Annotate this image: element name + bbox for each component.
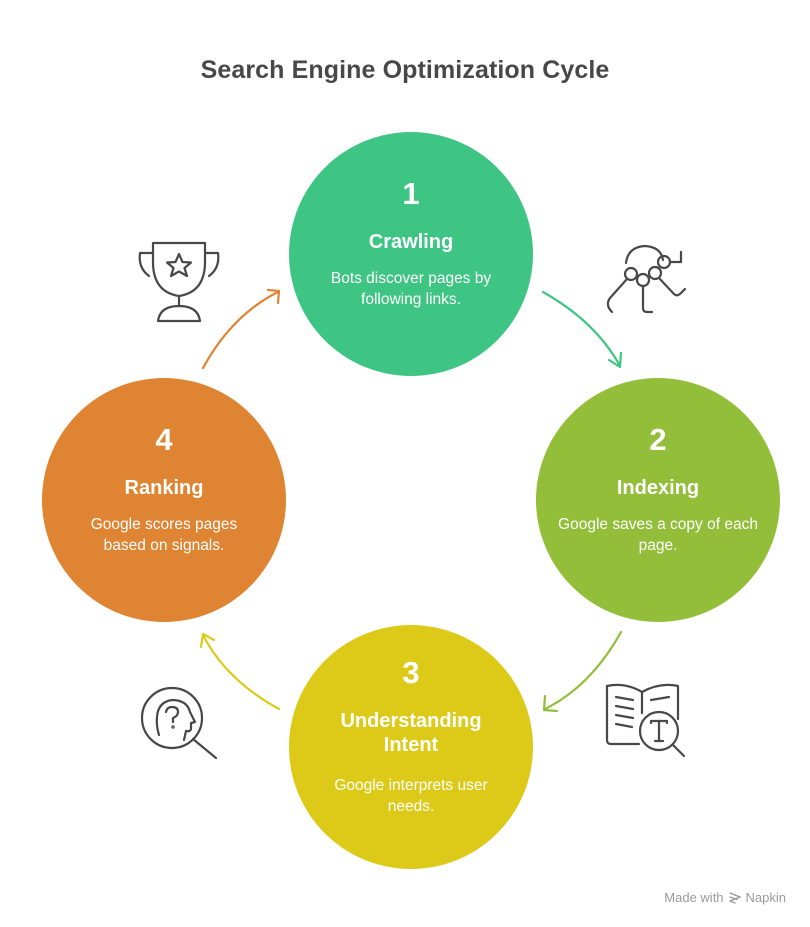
step-number: 1 <box>402 176 420 211</box>
arrow-crawling-to-indexing <box>541 290 623 369</box>
made-with-label: Made with <box>664 890 724 905</box>
step-ranking: 4 Ranking Google scores pages based on s… <box>42 378 286 622</box>
step-number: 3 <box>402 655 420 690</box>
step-crawling: 1 Crawling Bots discover pages by follow… <box>289 132 533 376</box>
arrow-indexing-to-intent <box>542 630 623 713</box>
diagram-title: Search Engine Optimization Cycle <box>200 56 610 84</box>
step-understanding-intent: 3 Understanding Intent Google interprets… <box>289 625 533 869</box>
step-name: Ranking <box>124 477 204 499</box>
step-description: Google scores pages based on signals. <box>90 516 238 554</box>
trophy-star-icon <box>138 241 220 323</box>
arrow-ranking-to-crawling <box>201 288 281 370</box>
book-search-icon <box>605 683 686 758</box>
step-name: Crawling <box>368 231 454 253</box>
step-description: Google interprets user needs. <box>334 777 488 815</box>
step-number: 2 <box>649 422 667 457</box>
arrow-intent-to-ranking <box>199 632 281 711</box>
footer-credit[interactable]: Made with Napkin <box>664 890 786 905</box>
crawler-nodes-icon <box>606 244 687 314</box>
step-indexing: 2 Indexing Google saves a copy of each p… <box>536 378 780 622</box>
head-question-search-icon <box>140 686 218 760</box>
step-name: Indexing <box>616 477 700 499</box>
napkin-logo-icon <box>728 891 741 904</box>
napkin-brand: Napkin <box>745 890 786 905</box>
step-number: 4 <box>155 422 173 457</box>
step-description: Bots discover pages by following links. <box>330 270 492 308</box>
step-description: Google saves a copy of each page. <box>558 516 758 554</box>
step-name: Understanding Intent <box>340 710 482 756</box>
